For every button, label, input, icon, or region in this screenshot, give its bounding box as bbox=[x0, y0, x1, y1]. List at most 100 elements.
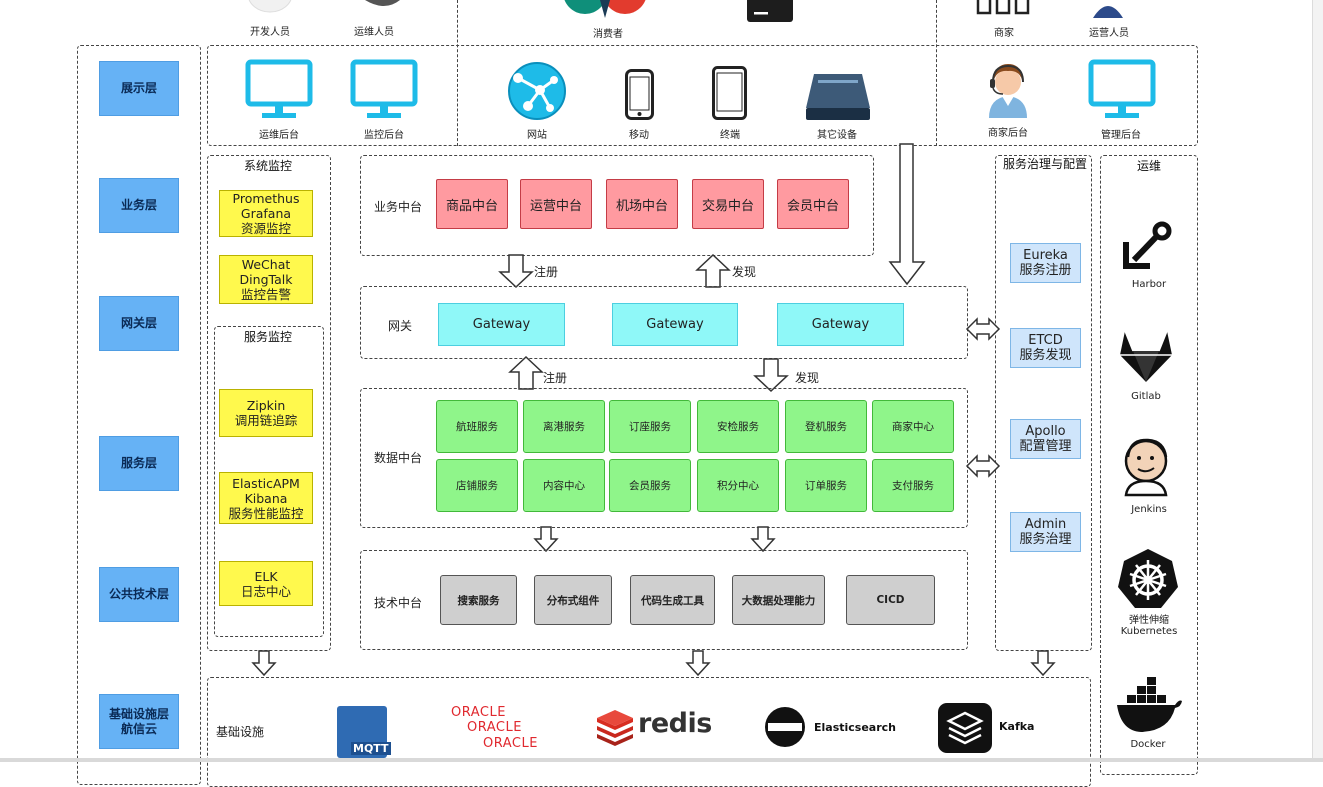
layer-gateway[interactable]: 网关层 bbox=[99, 296, 179, 351]
mobile-label: 移动 bbox=[629, 130, 649, 141]
tech-codegen[interactable]: 代码生成工具 bbox=[630, 575, 715, 625]
service-merchant-center[interactable]: 商家中心 bbox=[872, 400, 954, 453]
admin-console-label: 管理后台 bbox=[1101, 130, 1141, 141]
tech-search[interactable]: 搜索服务 bbox=[440, 575, 517, 625]
monitor-line: DingTalk bbox=[239, 272, 293, 287]
monitor-line: ElasticAPM bbox=[232, 475, 300, 491]
governance-line: 服务发现 bbox=[1019, 348, 1072, 363]
arrow-long-down-icon bbox=[888, 143, 926, 286]
oracle-logo-text: ORACLE bbox=[483, 736, 538, 751]
arrow-down-icon bbox=[498, 254, 534, 289]
merchant-label: 商家 bbox=[994, 28, 1014, 39]
terminal-top-icon bbox=[747, 0, 793, 22]
oracle-logo-text: ORACLE bbox=[467, 720, 522, 735]
apollo-box[interactable]: Apollo 配置管理 bbox=[1010, 419, 1081, 459]
service-governance-frame bbox=[995, 155, 1092, 651]
business-item-goods[interactable]: 商品中台 bbox=[436, 179, 508, 229]
ops-user-label: 运维人员 bbox=[354, 27, 394, 38]
ops-title: 运维 bbox=[1137, 159, 1162, 173]
service-security[interactable]: 安检服务 bbox=[697, 400, 779, 453]
kafka-layers-icon bbox=[938, 703, 992, 753]
monitor-line: ELK bbox=[254, 568, 278, 584]
elasticsearch-logo-text: Elasticsearch bbox=[814, 721, 897, 734]
monitor-line: Zipkin bbox=[246, 398, 286, 413]
globe-network-icon bbox=[508, 62, 566, 120]
jenkins-label: Jenkins bbox=[1131, 504, 1167, 515]
tech-cicd[interactable]: CICD bbox=[846, 575, 935, 625]
other-device-label: 其它设备 bbox=[817, 130, 857, 141]
mobile-phone-icon bbox=[625, 69, 654, 120]
monitor-console-label: 监控后台 bbox=[364, 130, 404, 141]
service-departure[interactable]: 离港服务 bbox=[523, 400, 605, 453]
gateway-box[interactable]: Gateway bbox=[438, 303, 565, 346]
governance-line: 配置管理 bbox=[1019, 439, 1072, 454]
layer-common-tech[interactable]: 公共技术层 bbox=[99, 567, 179, 622]
service-boarding[interactable]: 登机服务 bbox=[785, 400, 867, 453]
zipkin-box[interactable]: Zipkin 调用链追踪 bbox=[219, 389, 313, 437]
layer-infrastructure[interactable]: 基础设施层 航信云 bbox=[99, 694, 179, 749]
service-content-center[interactable]: 内容中心 bbox=[523, 459, 605, 512]
system-monitor-title: 系统监控 bbox=[244, 159, 293, 173]
register-label: 注册 bbox=[543, 371, 568, 385]
jenkins-icon bbox=[1124, 438, 1168, 497]
double-arrow-icon bbox=[965, 317, 1001, 341]
data-platform-title: 数据中台 bbox=[374, 451, 423, 465]
admin-box[interactable]: Admin 服务治理 bbox=[1010, 512, 1081, 552]
business-platform-frame bbox=[360, 155, 874, 256]
business-platform-title: 业务中台 bbox=[374, 200, 423, 214]
double-arrow-icon bbox=[965, 454, 1001, 478]
scanner-device-icon bbox=[806, 74, 870, 120]
kubernetes-icon bbox=[1118, 549, 1178, 608]
layer-display[interactable]: 展示层 bbox=[99, 61, 179, 116]
service-monitor-frame bbox=[214, 326, 324, 637]
merchant-console-label: 商家后台 bbox=[988, 128, 1028, 139]
business-item-member[interactable]: 会员中台 bbox=[777, 179, 849, 229]
harbor-label: Harbor bbox=[1131, 279, 1167, 290]
gateway-box[interactable]: Gateway bbox=[612, 303, 738, 346]
monitor-line: Grafana bbox=[240, 206, 292, 221]
display-layer-frame bbox=[207, 45, 1198, 146]
tech-bigdata[interactable]: 大数据处理能力 bbox=[732, 575, 825, 625]
service-points-center[interactable]: 积分中心 bbox=[697, 459, 779, 512]
terminal-label: 终端 bbox=[720, 130, 740, 141]
docker-label: Docker bbox=[1130, 739, 1166, 750]
monitor-line: 调用链追踪 bbox=[234, 413, 298, 428]
service-member[interactable]: 会员服务 bbox=[609, 459, 691, 512]
layer-business[interactable]: 业务层 bbox=[99, 178, 179, 233]
service-order[interactable]: 订单服务 bbox=[785, 459, 867, 512]
monitor-line: 日志中心 bbox=[240, 583, 291, 599]
tech-platform-title: 技术中台 bbox=[374, 596, 423, 610]
docker-whale-icon bbox=[1117, 677, 1182, 732]
business-item-trade[interactable]: 交易中台 bbox=[692, 179, 764, 229]
etcd-box[interactable]: ETCD 服务发现 bbox=[1010, 328, 1081, 368]
eureka-box[interactable]: Eureka 服务注册 bbox=[1010, 243, 1081, 283]
governance-line: 服务注册 bbox=[1019, 263, 1072, 278]
right-scroll-edge bbox=[1312, 0, 1323, 762]
consumer-icon bbox=[564, 0, 646, 18]
monitor-line: 服务性能监控 bbox=[228, 505, 304, 521]
tech-distributed[interactable]: 分布式组件 bbox=[534, 575, 612, 625]
service-flight[interactable]: 航班服务 bbox=[436, 400, 518, 453]
business-item-operation[interactable]: 运营中台 bbox=[520, 179, 592, 229]
service-booking[interactable]: 订座服务 bbox=[609, 400, 691, 453]
monitor-icon bbox=[245, 59, 313, 118]
gitlab-label: Gitlab bbox=[1131, 391, 1161, 402]
website-label: 网站 bbox=[527, 130, 547, 141]
governance-line: Admin bbox=[1024, 517, 1067, 532]
operator-icon bbox=[1093, 6, 1123, 18]
business-item-airport[interactable]: 机场中台 bbox=[606, 179, 678, 229]
alert-box[interactable]: WeChat DingTalk 监控告警 bbox=[219, 255, 313, 304]
gateway-box[interactable]: Gateway bbox=[777, 303, 904, 346]
kubernetes-label: 弹性伸缩 Kubernetes bbox=[1120, 615, 1178, 637]
consumer-label: 消费者 bbox=[593, 29, 623, 40]
redis-cube-icon bbox=[597, 710, 633, 746]
layer-service[interactable]: 服务层 bbox=[99, 436, 179, 491]
service-payment[interactable]: 支付服务 bbox=[872, 459, 954, 512]
service-store[interactable]: 店铺服务 bbox=[436, 459, 518, 512]
arrow-down-icon bbox=[685, 650, 711, 677]
prometheus-box[interactable]: Promethus Grafana 资源监控 bbox=[219, 190, 313, 237]
display-divider-1 bbox=[457, 0, 458, 146]
merchant-icon bbox=[976, 0, 1030, 15]
elastic-apm-box[interactable]: ElasticAPM Kibana 服务性能监控 bbox=[219, 472, 313, 524]
elk-box[interactable]: ELK 日志中心 bbox=[219, 561, 313, 606]
